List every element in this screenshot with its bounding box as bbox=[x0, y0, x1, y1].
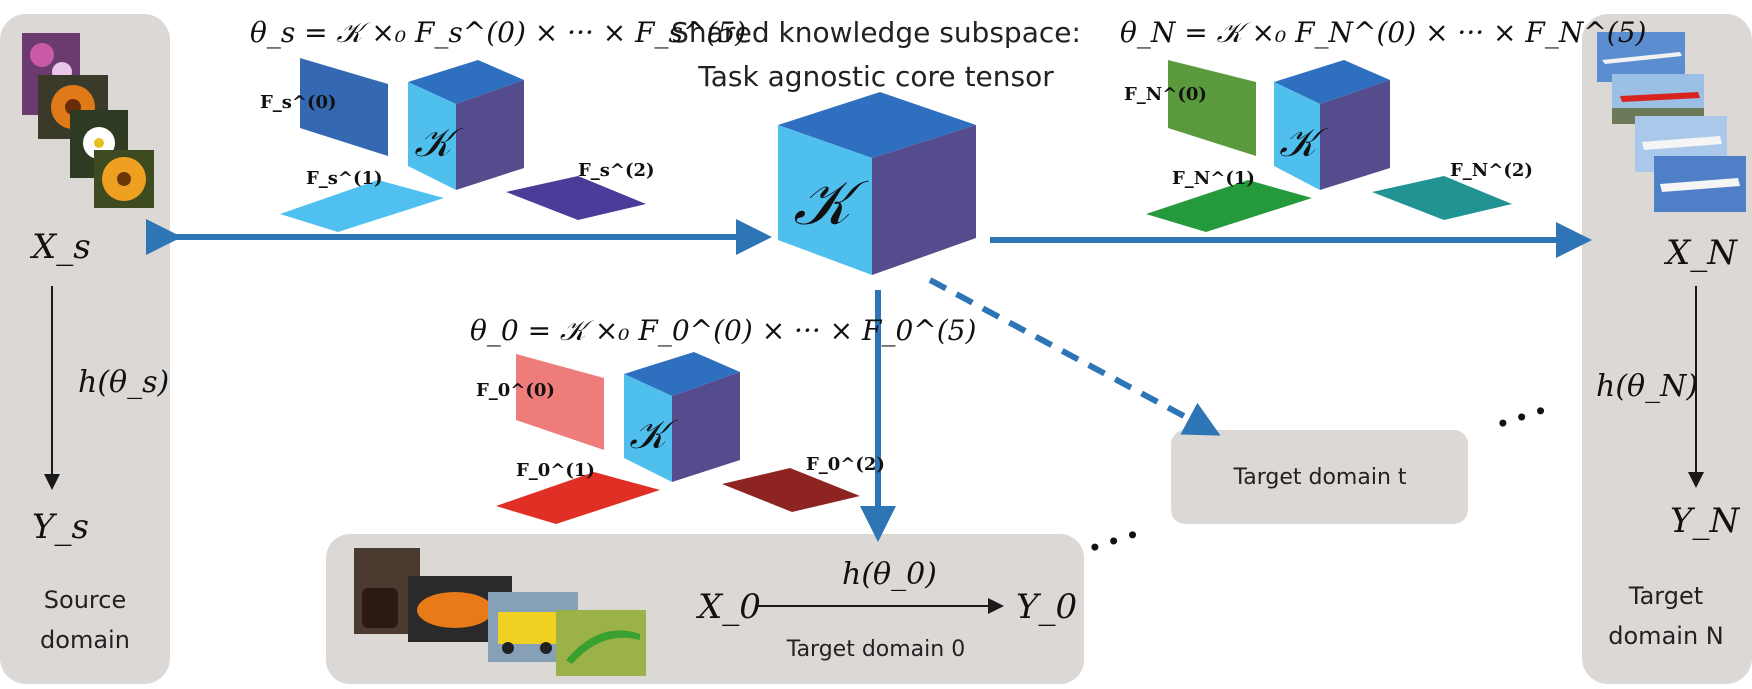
target-n-y-label: Y_N bbox=[1670, 501, 1740, 541]
target-0-domain-label: Target domain 0 bbox=[786, 637, 965, 662]
target-0-factor-2-label: F_0^(2) bbox=[806, 454, 885, 475]
target-n-x-label: X_N bbox=[1663, 233, 1738, 273]
target-n-factor-1-label: F_N^(1) bbox=[1172, 168, 1255, 189]
source-factor-0 bbox=[300, 58, 388, 156]
target-0-factor-0 bbox=[516, 354, 604, 450]
target-n-formula: θ_N = 𝒦 ×₀ F_N^(0) × ··· × F_N^(5) bbox=[1120, 16, 1646, 49]
target-0-formula: θ_0 = 𝒦 ×₀ F_0^(0) × ··· × F_0^(5) bbox=[470, 314, 976, 347]
target-domain-t-box bbox=[1171, 430, 1468, 524]
source-factor-1-label: F_s^(1) bbox=[306, 168, 383, 189]
source-h-label: h(θ_s) bbox=[78, 365, 169, 400]
target-n-factor-2-label: F_N^(2) bbox=[1450, 160, 1533, 181]
source-tensor-group: θ_s = 𝒦 ×₀ F_s^(0) × ··· × F_s^(5) 𝒦 F_s… bbox=[250, 16, 746, 232]
target-0-factor-2 bbox=[722, 468, 860, 512]
target-0-y-label: Y_0 bbox=[1016, 587, 1077, 627]
ellipsis-upper: • • • bbox=[1493, 398, 1550, 437]
target-n-factor-1 bbox=[1146, 180, 1312, 232]
target-0-factor-0-label: F_0^(0) bbox=[476, 380, 555, 401]
shared-subspace-line2: Task agnostic core tensor bbox=[697, 60, 1054, 93]
target-0-factor-1-label: F_0^(1) bbox=[516, 460, 595, 481]
target-n-factor-0 bbox=[1168, 60, 1256, 156]
target-n-factor-0-label: F_N^(0) bbox=[1124, 84, 1207, 105]
target-0-factor-1 bbox=[496, 472, 660, 524]
source-domain-line2: domain bbox=[40, 626, 130, 654]
ellipsis-lower: • • • bbox=[1085, 522, 1142, 561]
target-0-image-stack bbox=[354, 548, 646, 676]
source-factor-0-label: F_s^(0) bbox=[260, 92, 337, 113]
source-x-label: X_s bbox=[29, 227, 91, 267]
target-n-tensor-group: θ_N = 𝒦 ×₀ F_N^(0) × ··· × F_N^(5) 𝒦 F_N… bbox=[1120, 16, 1646, 232]
target-0-tensor-group: θ_0 = 𝒦 ×₀ F_0^(0) × ··· × F_0^(5) 𝒦 F_0… bbox=[470, 314, 976, 524]
target-n-image-stack bbox=[1597, 32, 1746, 212]
source-factor-2 bbox=[506, 176, 646, 220]
core-to-target-t-arrow bbox=[928, 277, 1221, 436]
shared-subspace-line1: Shared knowledge subspace: bbox=[671, 16, 1081, 49]
target-n-domain-line2: domain N bbox=[1608, 622, 1723, 650]
source-formula: θ_s = 𝒦 ×₀ F_s^(0) × ··· × F_s^(5) bbox=[250, 16, 746, 49]
source-y-label: Y_s bbox=[32, 507, 89, 547]
target-t-label: Target domain t bbox=[1232, 465, 1406, 490]
source-image-stack bbox=[22, 33, 154, 208]
target-0-x-label: X_0 bbox=[695, 587, 761, 627]
source-factor-1 bbox=[280, 180, 444, 232]
target-n-h-label: h(θ_N) bbox=[1596, 369, 1698, 404]
source-factor-2-label: F_s^(2) bbox=[578, 160, 655, 181]
source-domain-line1: Source bbox=[44, 586, 126, 614]
core-tensor-cube: 𝒦 bbox=[778, 92, 976, 275]
target-0-h-label: h(θ_0) bbox=[842, 557, 937, 592]
target-n-domain-line1: Target bbox=[1628, 582, 1703, 610]
target-n-factor-2 bbox=[1372, 176, 1512, 220]
